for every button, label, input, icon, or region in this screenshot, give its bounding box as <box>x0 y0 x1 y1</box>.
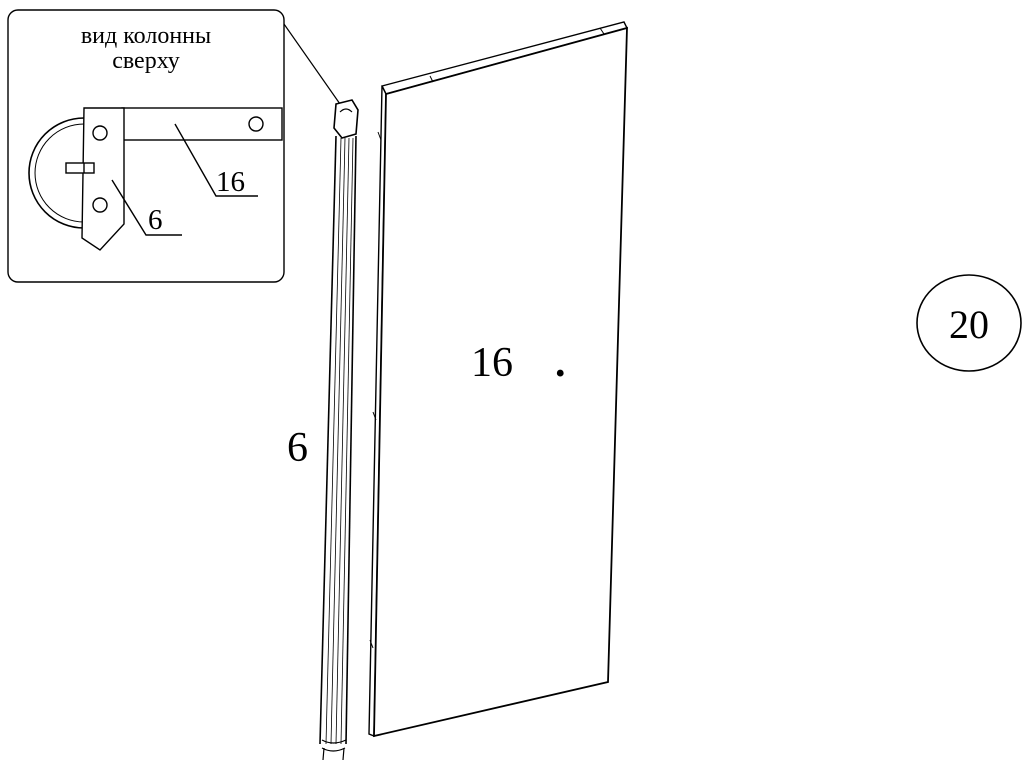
inset-label-16: 16 <box>216 166 245 198</box>
column-half-circle <box>28 117 85 229</box>
step-number: 20 <box>949 302 989 347</box>
panel-label-number: 16 <box>471 340 513 386</box>
panel-top-view <box>121 107 283 141</box>
inset-caption: вид колонны сверху <box>8 24 284 74</box>
callout-line <box>283 23 341 105</box>
step-number-circle <box>916 274 1022 372</box>
inset-frame <box>7 9 285 283</box>
column-label-6: 6 <box>287 425 308 471</box>
column-part-6 <box>319 99 359 760</box>
leader-6 <box>111 179 182 236</box>
inset-caption-line-2: сверху <box>112 48 180 74</box>
bracket-plate <box>81 107 125 251</box>
inset-label-6: 6 <box>148 204 163 236</box>
inset-top-view <box>7 9 285 283</box>
panel-part-16 <box>368 21 629 738</box>
panel-label-16: 16. <box>471 342 566 384</box>
inset-caption-line-1: вид колонны <box>80 23 212 49</box>
leader-16 <box>174 123 258 197</box>
panel-label-dot: . <box>555 340 566 386</box>
